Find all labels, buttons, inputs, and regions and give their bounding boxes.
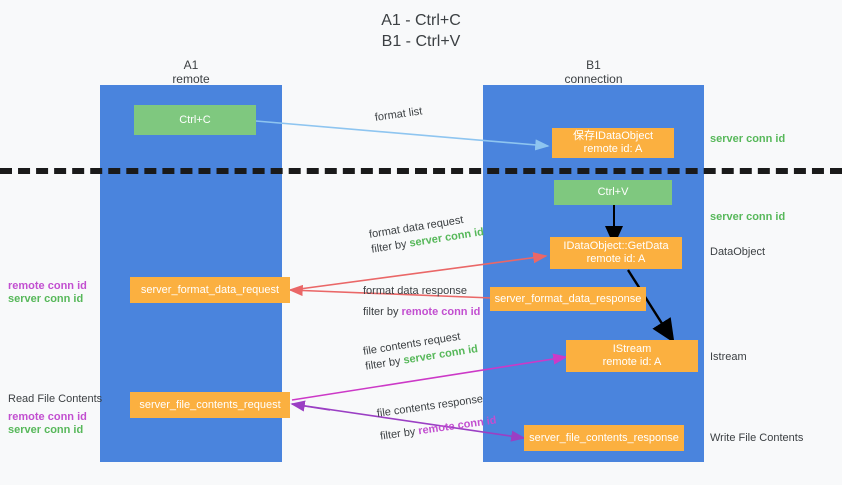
edge-label-format-data-response: format data response filter by remote co… <box>363 284 480 320</box>
lane-header-b1: B1 connection <box>483 58 704 86</box>
edge-label-file-contents-response: file contents response filter by remote … <box>376 391 498 445</box>
lane-b1-sub: connection <box>564 72 623 86</box>
box-ctrl-v[interactable]: Ctrl+V <box>554 180 672 205</box>
edge-label-format-data-response-filter: filter by remote conn id <box>363 305 480 320</box>
box-server-file-contents-request-label: server_file_contents_request <box>139 398 281 411</box>
box-server-format-data-response[interactable]: server_format_data_response <box>490 287 646 311</box>
lane-header-a1: A1 remote <box>100 58 282 86</box>
box-server-file-contents-response-label: server_file_contents_response <box>529 431 679 444</box>
edge-label-format-list: format list <box>374 105 424 124</box>
filter-prefix: filter by <box>363 306 402 318</box>
label-server-conn-id-top: server conn id <box>710 133 786 145</box>
box-server-format-data-request-label: server_format_data_request <box>140 283 280 296</box>
arrow-file-contents-response-in <box>290 400 331 412</box>
label-server-conn-id-mid: server conn id <box>710 211 786 223</box>
lane-a1-name: A1 <box>183 58 199 72</box>
label-write-file-contents: Write File Contents <box>710 432 804 444</box>
box-ctrl-c[interactable]: Ctrl+C <box>134 105 256 135</box>
edge-label-format-data-response-text: format data response <box>363 285 467 297</box>
box-server-format-data-request[interactable]: server_format_data_request <box>130 277 290 303</box>
box-ctrl-v-label: Ctrl+V <box>597 186 629 198</box>
filter-key-remote-conn-id: remote conn id <box>401 306 481 318</box>
title-line-1: A1 - Ctrl+C <box>381 12 461 29</box>
lane-b1-name: B1 <box>586 58 601 72</box>
phase-divider <box>0 168 842 174</box>
label-read-file-contents: Read File Contents <box>8 393 103 405</box>
label-remote-conn-id-2: remote conn id <box>8 411 87 423</box>
label-server-conn-id-2: server conn id <box>8 424 84 436</box>
box-idataobject-getdata[interactable]: IDataObject::GetData remote id: A <box>550 237 682 269</box>
box-ctrl-c-label: Ctrl+C <box>179 113 211 126</box>
edge-label-format-data-request: format data request filter by server con… <box>368 210 485 257</box>
box-server-file-contents-request[interactable]: server_file_contents_request <box>130 392 290 418</box>
box-istream[interactable]: IStream remote id: A <box>566 340 698 372</box>
box-save-idataobject-line2: remote id: A <box>583 143 643 155</box>
lane-a1-sub: remote <box>172 72 210 86</box>
label-remote-conn-id-1: remote conn id <box>8 280 87 292</box>
title-line-2: B1 - Ctrl+V <box>381 33 461 50</box>
label-istream: Istream <box>710 351 747 363</box>
box-server-file-contents-response[interactable]: server_file_contents_response <box>524 425 684 451</box>
box-save-idataobject-line1: 保存IDataObject <box>572 130 654 142</box>
box-istream-line1: IStream <box>612 343 652 355</box>
box-idataobject-getdata-line1: IDataObject::GetData <box>563 240 669 252</box>
edge-label-file-contents-request: file contents request filter by server c… <box>362 327 479 374</box>
box-istream-line2: remote id: A <box>602 356 662 368</box>
box-idataobject-getdata-line2: remote id: A <box>586 253 646 265</box>
label-server-conn-id-1: server conn id <box>8 293 84 305</box>
filter-prefix: filter by <box>379 425 420 443</box>
box-save-idataobject[interactable]: 保存IDataObject remote id: A <box>552 128 674 158</box>
box-server-format-data-response-label: server_format_data_response <box>494 292 642 305</box>
diagram-title: A1 - Ctrl+C B1 - Ctrl+V <box>0 10 842 52</box>
label-dataobject: DataObject <box>710 246 766 258</box>
